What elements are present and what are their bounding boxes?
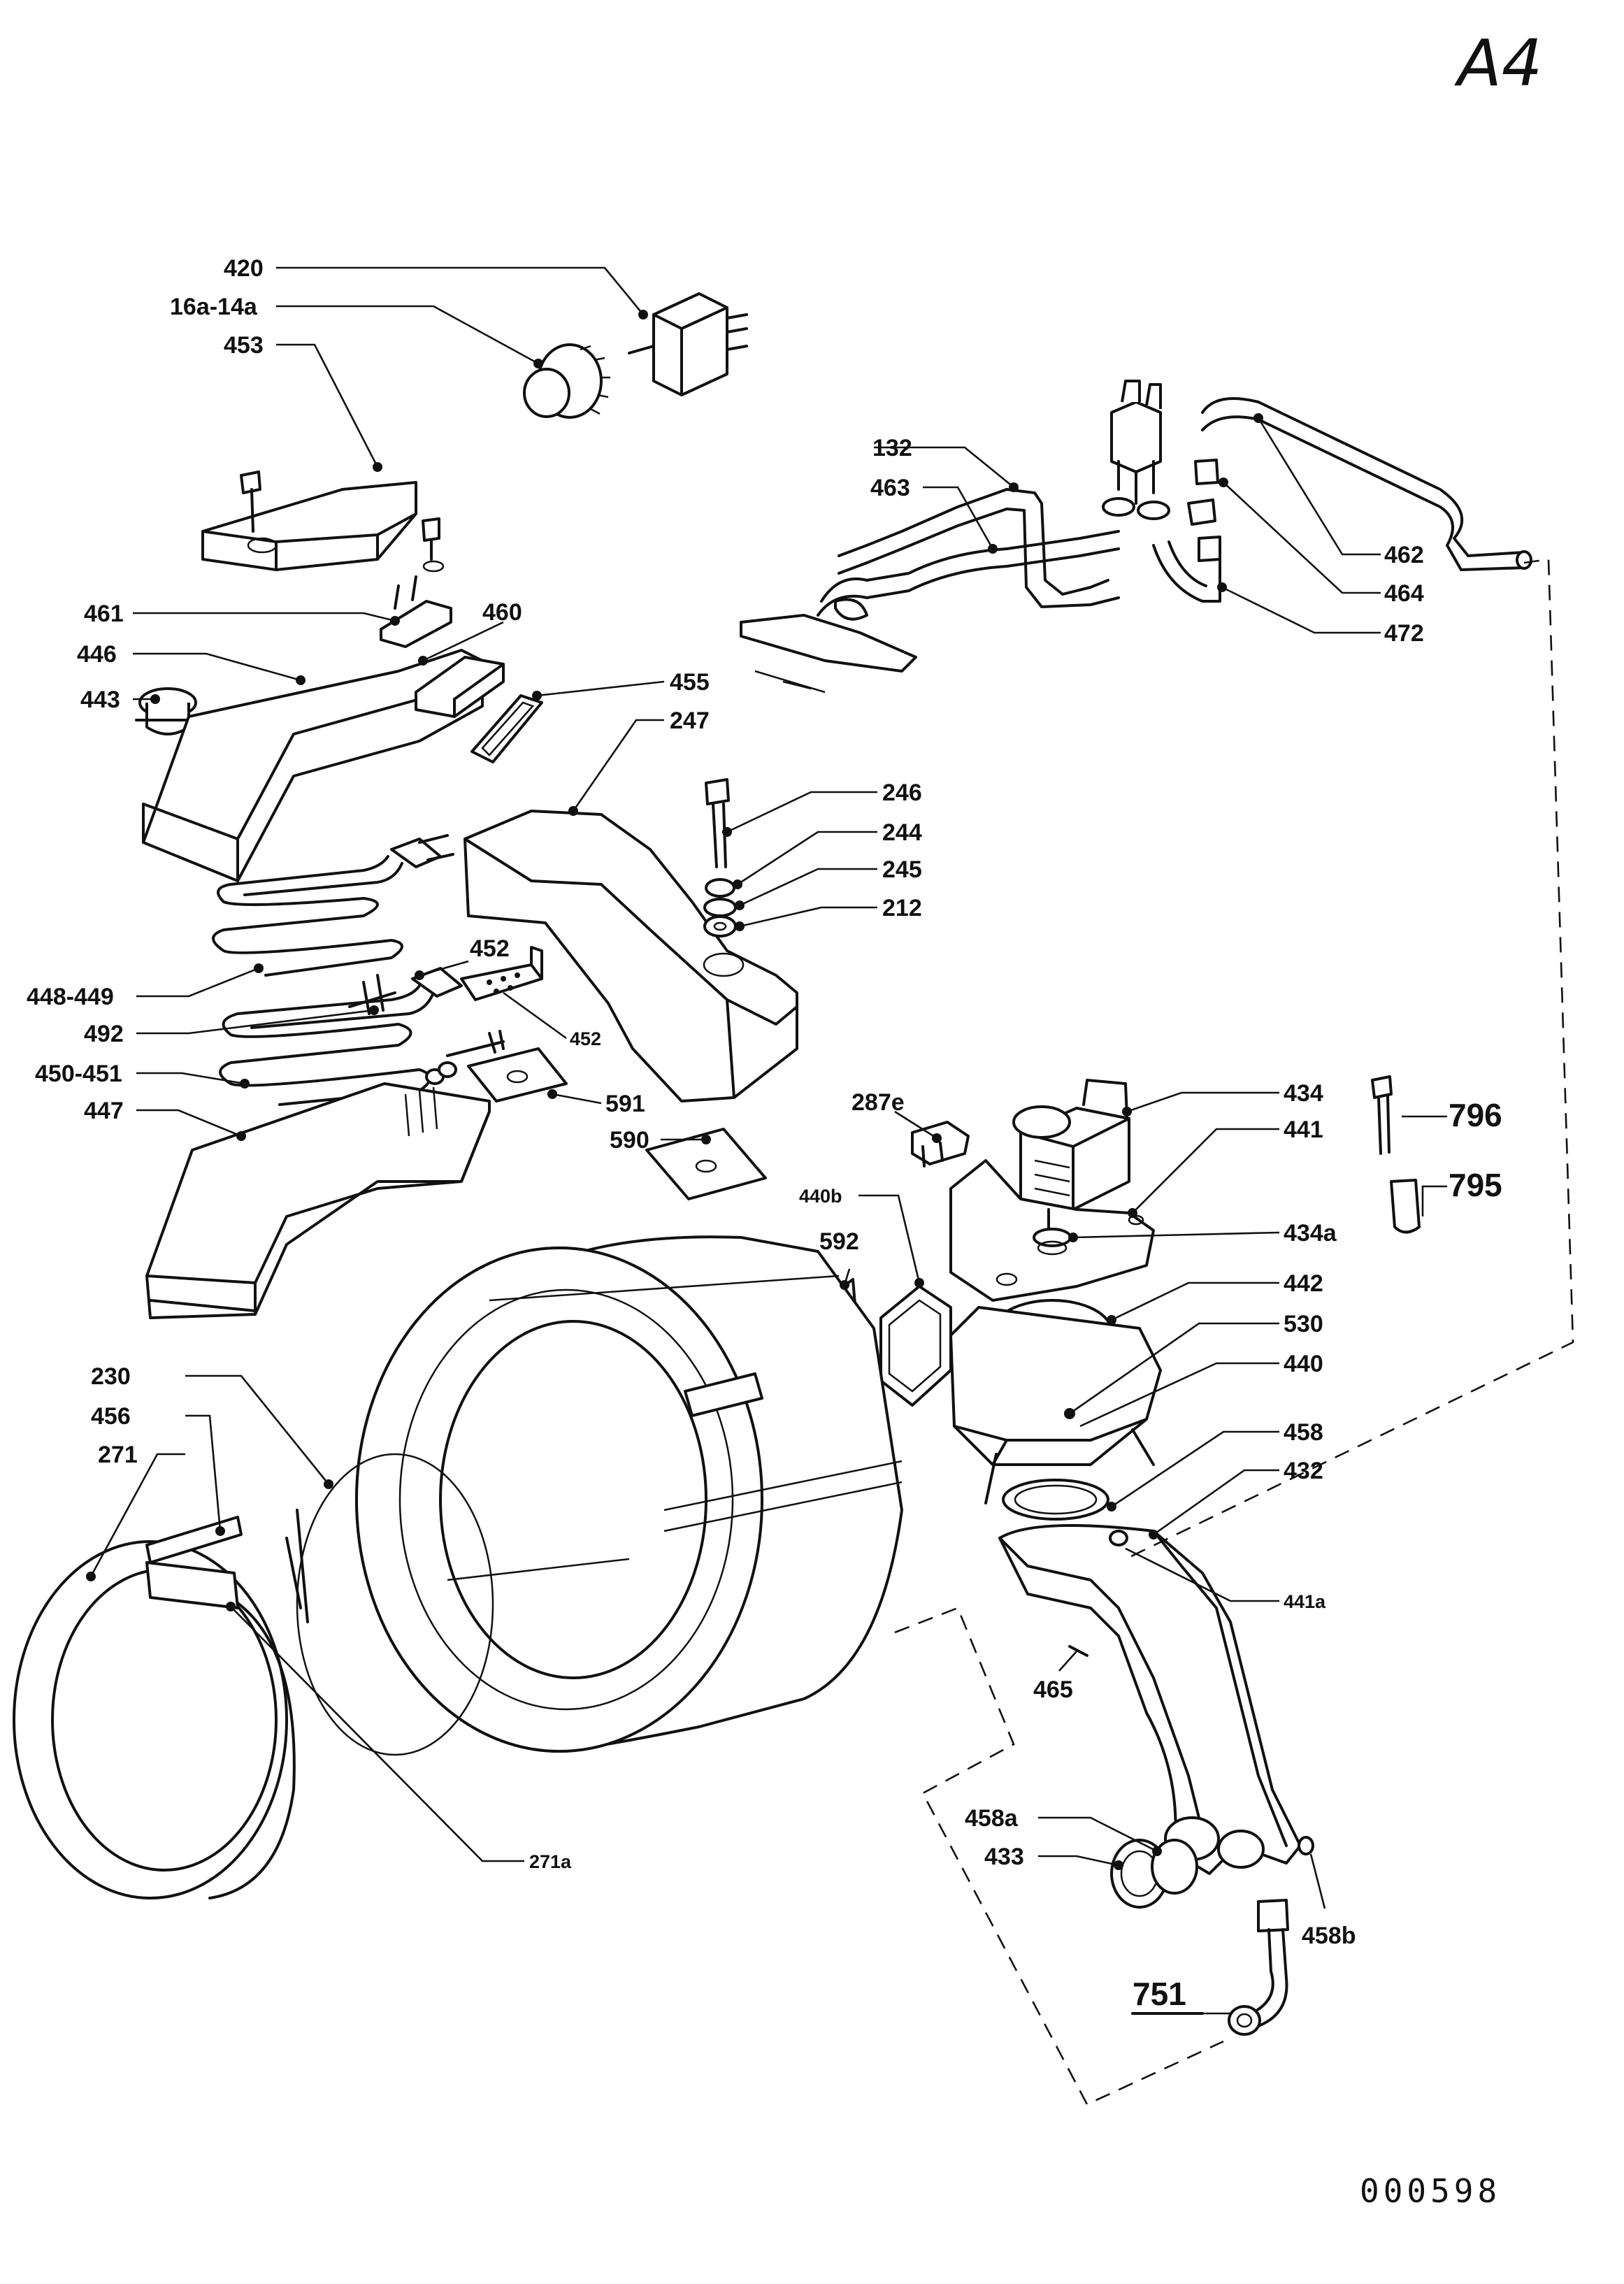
label-465: 465 <box>1033 1676 1073 1703</box>
part-433-clamp <box>1110 1839 1198 1909</box>
label-271a: 271a <box>529 1851 572 1872</box>
label-492: 492 <box>84 1021 124 1047</box>
label-441: 441 <box>1284 1116 1323 1143</box>
part-465-pin <box>1068 1645 1088 1657</box>
label-447: 447 <box>84 1098 124 1124</box>
part-591-plate <box>425 1030 568 1103</box>
part-230-drum <box>355 1235 903 1753</box>
label-453: 453 <box>224 332 264 359</box>
part-460-channel <box>415 656 505 718</box>
label-247: 247 <box>670 708 710 734</box>
label-440: 440 <box>1284 1351 1323 1377</box>
part-432-duct <box>998 1524 1302 1875</box>
label-456: 456 <box>91 1403 131 1430</box>
part-455-gasket <box>470 694 543 763</box>
label-287e: 287e <box>851 1089 905 1116</box>
label-446: 446 <box>77 641 117 668</box>
part-461-bracket <box>380 575 452 648</box>
part-590-pad <box>645 1128 767 1200</box>
label-246: 246 <box>882 780 922 806</box>
label-212: 212 <box>882 895 922 921</box>
part-hoses <box>740 380 1532 694</box>
label-452-b: 452 <box>570 1028 601 1049</box>
label-230: 230 <box>91 1363 131 1390</box>
part-446-cover <box>142 649 484 882</box>
label-590: 590 <box>610 1127 649 1154</box>
label-434: 434 <box>1284 1080 1323 1107</box>
label-443: 443 <box>80 687 120 713</box>
label-592: 592 <box>819 1228 859 1255</box>
label-450-451: 450-451 <box>35 1061 122 1087</box>
part-420-switch <box>628 292 748 396</box>
part-450-heater-element <box>219 967 463 1106</box>
label-434a: 434a <box>1284 1220 1337 1247</box>
label-460: 460 <box>482 599 522 626</box>
label-448-449: 448-449 <box>27 984 114 1010</box>
label-795: 795 <box>1449 1167 1502 1203</box>
label-132: 132 <box>872 435 912 461</box>
part-440-fan-housing <box>949 1306 1162 1504</box>
part-492-clamp <box>348 974 396 1015</box>
part-271-door-ring <box>13 1540 296 1899</box>
label-461: 461 <box>84 601 124 627</box>
part-246-bolt <box>703 778 737 938</box>
label-432: 432 <box>1284 1458 1323 1484</box>
label-462: 462 <box>1384 542 1424 568</box>
label-244: 244 <box>882 819 922 846</box>
label-420: 420 <box>224 255 264 282</box>
part-230-seal <box>285 1453 494 1756</box>
label-591: 591 <box>605 1091 645 1117</box>
document-number: 000598 <box>1360 2172 1501 2210</box>
part-440b-gasket <box>879 1285 952 1407</box>
label-452-a: 452 <box>470 935 510 962</box>
part-447-cover <box>145 1082 491 1319</box>
label-16a-14a: 16a-14a <box>170 294 258 320</box>
label-796: 796 <box>1449 1097 1502 1133</box>
part-452-plate <box>460 946 543 1001</box>
part-434-motor <box>1012 1079 1130 1211</box>
label-458: 458 <box>1284 1419 1323 1446</box>
label-458a: 458a <box>965 1805 1019 1832</box>
part-247-duct <box>464 810 798 1103</box>
label-455: 455 <box>670 669 710 696</box>
label-751: 751 <box>1133 1976 1186 2012</box>
part-458-seal <box>1002 1479 1109 1521</box>
part-16a-knob <box>523 343 610 419</box>
label-472: 472 <box>1384 620 1424 647</box>
part-796-bolt <box>1371 1075 1393 1155</box>
part-453-plate <box>201 471 445 573</box>
label-530: 530 <box>1284 1311 1323 1337</box>
label-458b: 458b <box>1302 1923 1356 1949</box>
label-464: 464 <box>1384 580 1424 607</box>
corner-mark: A4 <box>1454 26 1542 101</box>
label-463: 463 <box>870 475 910 501</box>
label-442: 442 <box>1284 1270 1323 1297</box>
part-448-heater-element <box>212 834 454 977</box>
part-795-sleeve <box>1390 1179 1421 1234</box>
label-440b: 440b <box>799 1186 842 1207</box>
part-458b-hose <box>1228 1836 1314 2036</box>
label-245: 245 <box>882 856 922 883</box>
dashed-assembly-lines <box>894 558 1574 2106</box>
part-labels: 420 16a-14a 453 461 460 446 443 455 247 … <box>27 255 1502 2015</box>
label-433: 433 <box>984 1844 1024 1870</box>
label-441a: 441a <box>1284 1591 1326 1612</box>
label-271: 271 <box>98 1442 138 1468</box>
